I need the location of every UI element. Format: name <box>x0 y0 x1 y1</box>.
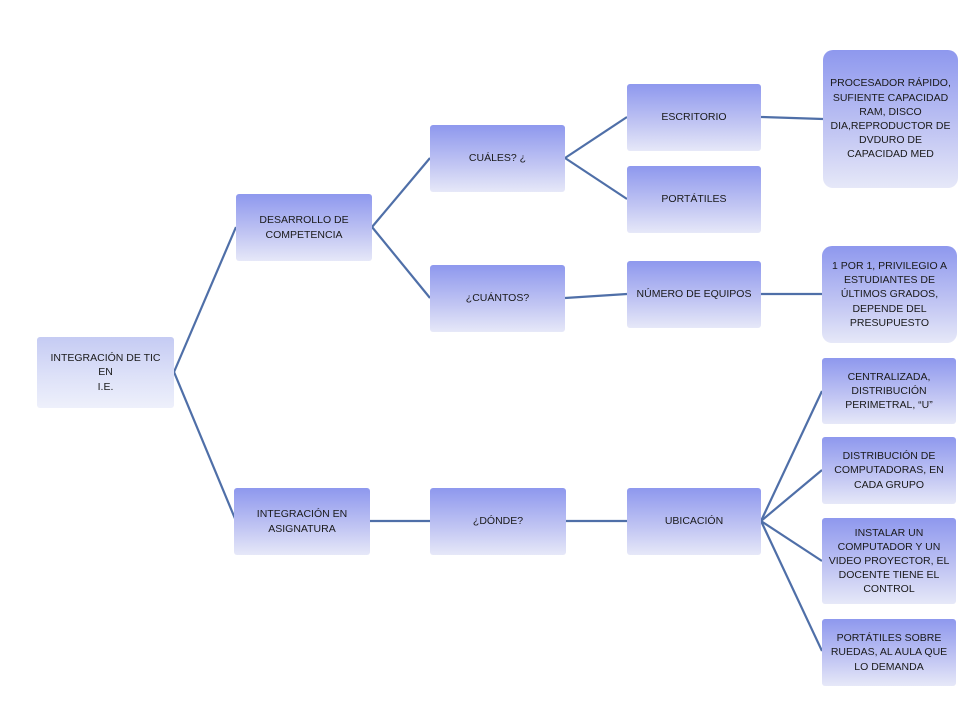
link-desarrollo-cuantos <box>371 226 431 299</box>
node-desarrollo-competencia: DESARROLLO DE COMPETENCIA <box>236 194 372 261</box>
node-escritorio: ESCRITORIO <box>627 84 761 151</box>
link-cuales-portatiles <box>564 157 628 200</box>
link-desarrollo-cuales <box>371 157 431 228</box>
node-ubicacion: UBICACIÓN <box>627 488 761 555</box>
link-escritorio-procesador <box>760 115 824 121</box>
link-root-desarrollo <box>172 226 238 373</box>
node-distribucion-grupo: DISTRIBUCIÓN DE COMPUTADORAS, EN CADA GR… <box>822 437 956 504</box>
node-portatiles-ruedas: PORTÁTILES SOBRE RUEDAS, AL AULA QUE LO … <box>822 619 956 686</box>
link-ubicacion-instalar <box>760 520 823 562</box>
node-donde: ¿DÓNDE? <box>430 488 566 555</box>
node-root-integracion-tic: INTEGRACIÓN DE TIC EN I.E. <box>37 337 174 408</box>
link-ubicacion-ruedas <box>760 520 823 652</box>
link-ubicacion-centralizada <box>760 390 823 522</box>
node-portatiles: PORTÁTILES <box>627 166 761 233</box>
node-integracion-asignatura: INTEGRACIÓN EN ASIGNATURA <box>234 488 370 555</box>
node-centralizada: CENTRALIZADA, DISTRIBUCIÓN PERIMETRAL, “… <box>822 358 956 424</box>
link-ubicacion-distribucion <box>760 469 823 522</box>
node-numero-equipos: NÚMERO DE EQUIPOS <box>627 261 761 328</box>
link-root-integracion <box>172 371 238 522</box>
link-cuantos-numero <box>564 292 628 300</box>
node-uno-por-uno: 1 POR 1, PRIVILEGIO A ESTUDIANTES DE ÚLT… <box>822 246 957 343</box>
node-procesador-detalle: PROCESADOR RÁPIDO, SUFIENTE CAPACIDAD RA… <box>823 50 958 188</box>
node-cuantos: ¿CUÁNTOS? <box>430 265 565 332</box>
link-cuales-escritorio <box>564 116 628 159</box>
node-cuales: CUÁLES? ¿ <box>430 125 565 192</box>
node-instalar-computador: INSTALAR UN COMPUTADOR Y UN VIDEO PROYEC… <box>822 518 956 604</box>
